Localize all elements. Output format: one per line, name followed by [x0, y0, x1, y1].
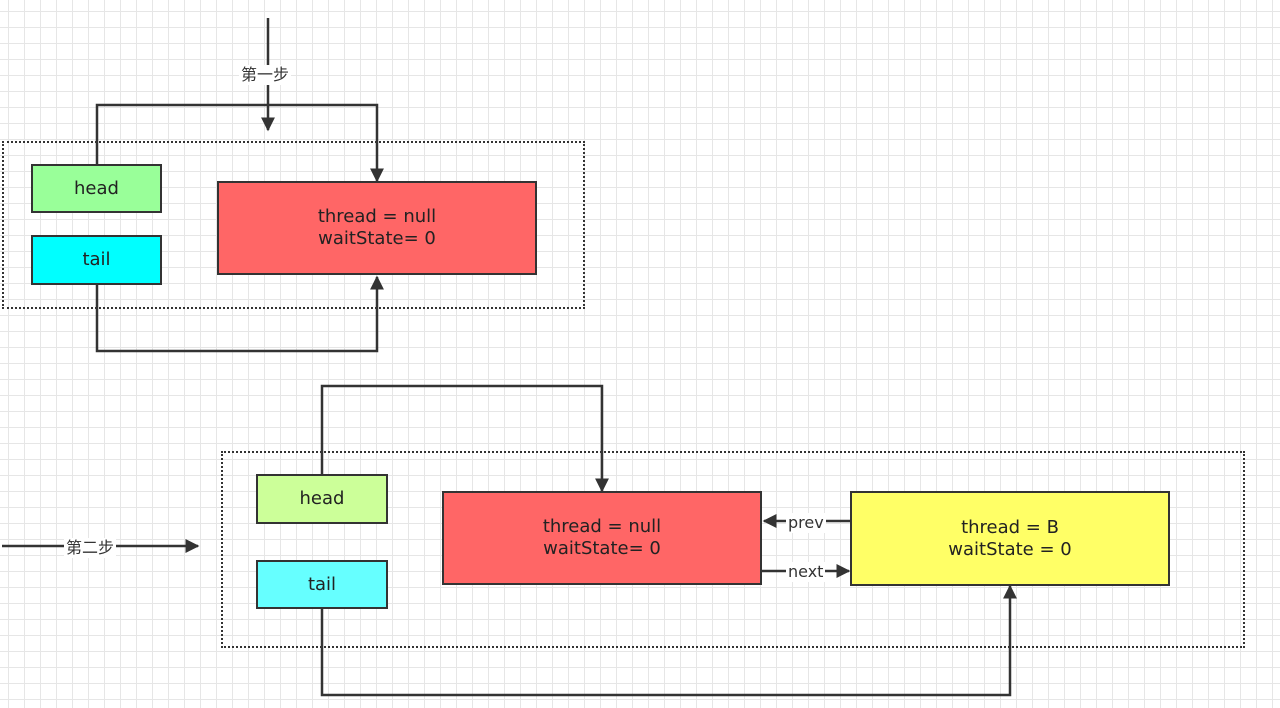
step-one-frame	[2, 141, 585, 309]
node-a-waitstate-text: waitState= 0	[543, 538, 661, 559]
tail-box-step-two: tail	[256, 560, 388, 609]
node-thread-text: thread = null	[317, 206, 437, 227]
tail-label: tail	[82, 249, 111, 270]
head1-to-node-line	[95, 103, 384, 183]
step-two-label: 第二步	[64, 538, 117, 558]
node-b-waitstate-text: waitState = 0	[948, 538, 1072, 560]
head-box-step-one: head	[31, 164, 162, 213]
head-box-step-two: head	[256, 474, 388, 524]
node-a-thread-text: thread = null	[542, 516, 662, 537]
node-waitstate-text: waitState= 0	[318, 228, 436, 249]
tail1-to-node-line	[95, 275, 384, 353]
tail-label: tail	[307, 573, 337, 595]
tail2-to-node-b-line	[320, 584, 1017, 697]
node-box-step-one: thread = null waitState= 0	[217, 181, 537, 275]
tail-box-step-one: tail	[31, 235, 162, 285]
node-a-box: thread = null waitState= 0	[442, 491, 762, 585]
head-label: head	[299, 488, 345, 509]
step-one-label: 第一步	[239, 65, 292, 85]
head2-to-node-a-line	[320, 384, 609, 493]
node-b-thread-text: thread = B	[961, 516, 1059, 538]
node-b-box: thread = B waitState = 0	[850, 491, 1170, 586]
head-label: head	[74, 177, 119, 199]
step-two-frame	[221, 451, 1245, 648]
next-label: next	[786, 562, 826, 582]
prev-label: prev	[786, 513, 826, 533]
